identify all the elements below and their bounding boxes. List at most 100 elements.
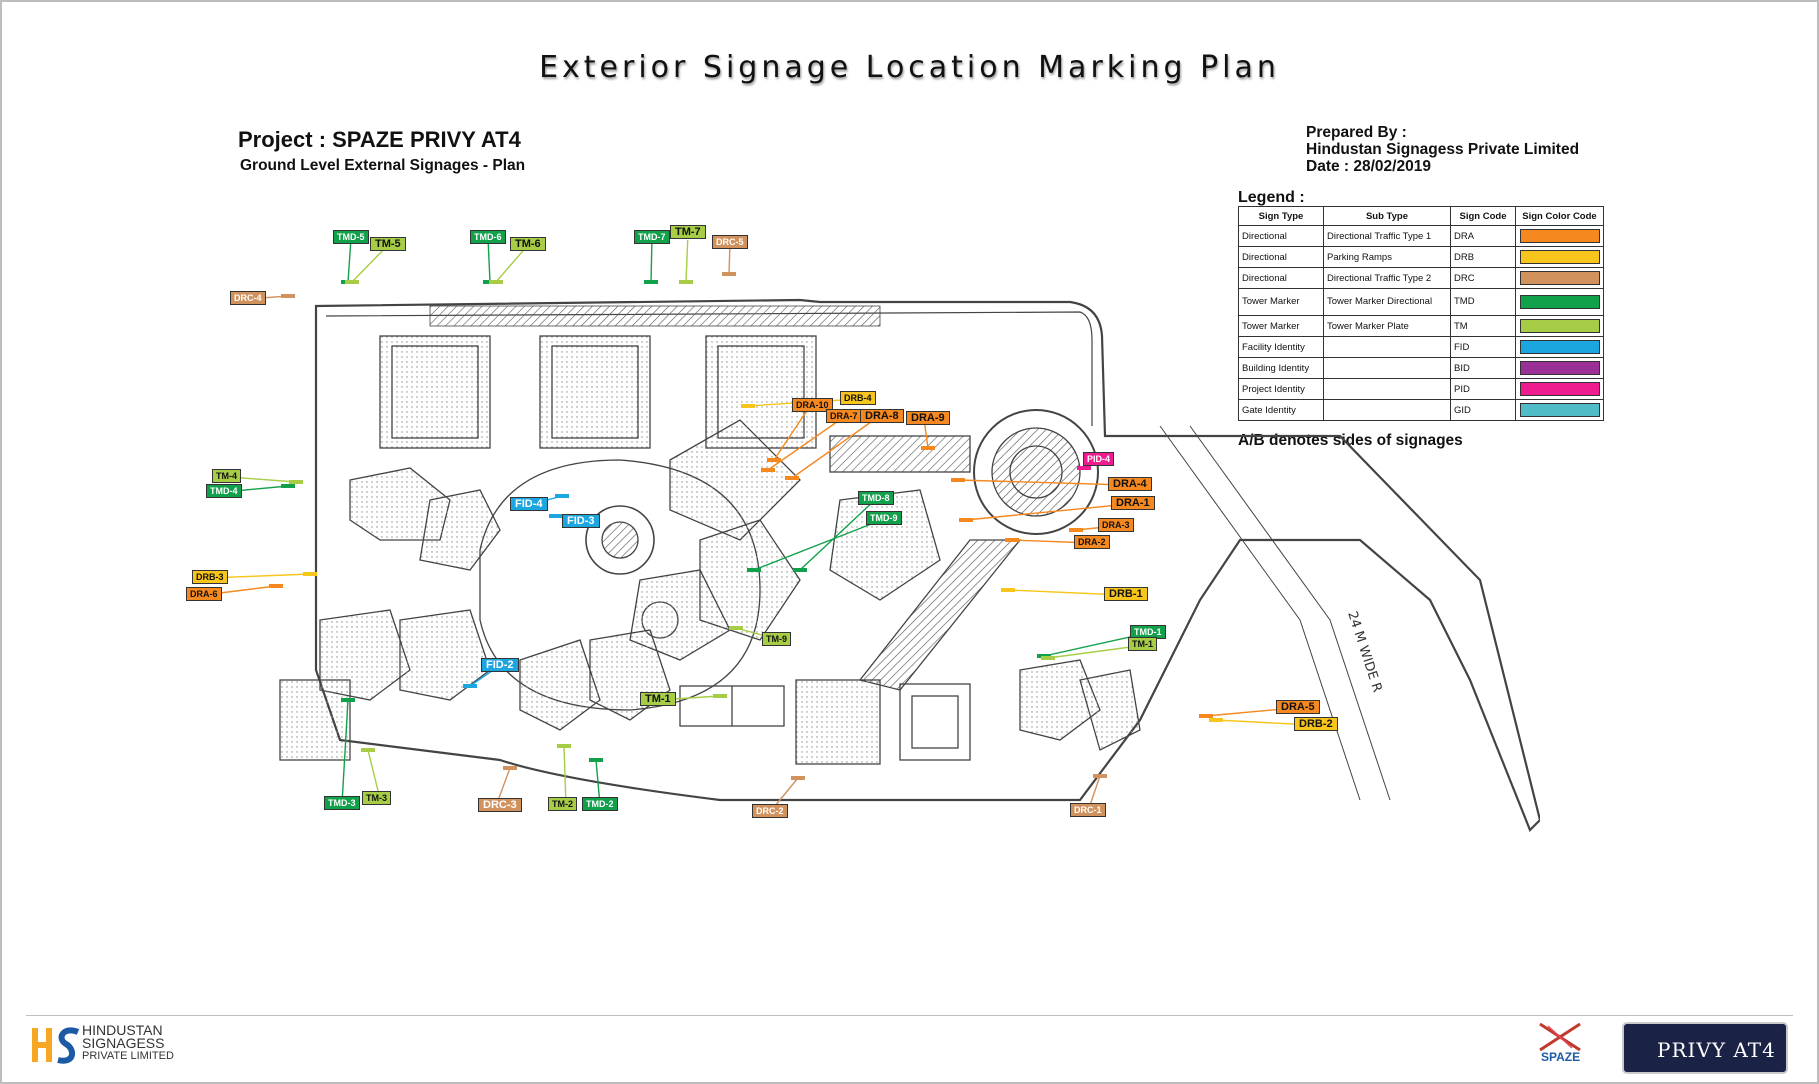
pool-water	[911, 695, 959, 749]
sign-marker-tmd-8: TMD-8	[858, 491, 894, 505]
legend-table: Sign Type Sub Type Sign Code Sign Color …	[1238, 206, 1604, 421]
legend-header-row: Sign Type Sub Type Sign Code Sign Color …	[1238, 206, 1604, 226]
project-title: Project : SPAZE PRIVY AT4	[238, 127, 521, 152]
sign-position-mark	[341, 698, 355, 702]
legend-color-cell	[1515, 336, 1604, 358]
sign-position-mark	[747, 568, 761, 572]
tower-block	[519, 639, 601, 731]
leader-line	[650, 240, 653, 283]
tower-block	[539, 335, 651, 449]
legend-header-sub-type: Sub Type	[1323, 206, 1451, 226]
inner-road-edge	[325, 311, 1093, 426]
sign-position-mark	[489, 280, 503, 284]
tower-block	[319, 609, 411, 701]
sign-position-mark	[549, 514, 563, 518]
sign-marker-dra-2: DRA-2	[1074, 535, 1110, 549]
leader-line	[563, 745, 567, 806]
sign-position-mark	[1199, 714, 1213, 718]
sign-position-mark	[791, 776, 805, 780]
legend-header-sign-type: Sign Type	[1238, 206, 1324, 226]
sign-position-mark	[463, 684, 477, 688]
sign-marker-tmd-6: TMD-6	[470, 230, 506, 244]
sign-marker-tmd-7: TMD-7	[634, 230, 670, 244]
sign-marker-drc-4: DRC-4	[230, 291, 266, 305]
sign-position-mark	[289, 480, 303, 484]
sign-position-mark	[1069, 528, 1083, 532]
sign-position-mark	[1005, 538, 1019, 542]
sign-position-mark	[269, 584, 283, 588]
legend-color-swatch	[1519, 361, 1600, 375]
sign-marker-fid-4: FID-4	[510, 497, 548, 511]
page-title: Exterior Signage Location Marking Plan	[539, 50, 1280, 85]
legend-color-swatch	[1519, 403, 1600, 417]
sign-marker-tmd-5: TMD-5	[333, 230, 369, 244]
sign-position-mark	[1001, 588, 1015, 592]
hs-line1: HINDUSTAN	[82, 1022, 163, 1038]
sign-marker-dra-8: DRA-8	[860, 409, 904, 423]
road-edge	[1159, 425, 1361, 801]
sign-marker-dra-9: DRA-9	[906, 411, 950, 425]
sign-position-mark	[1209, 718, 1223, 722]
sign-position-mark	[785, 476, 799, 480]
leader-line	[773, 405, 811, 461]
sign-marker-drc-5: DRC-5	[712, 235, 748, 249]
tower-block	[629, 569, 731, 661]
sign-marker-tm-2: TM-2	[548, 797, 577, 811]
tower-block	[829, 489, 941, 601]
sign-marker-fid-3: FID-3	[562, 514, 600, 528]
leader-line	[487, 240, 491, 283]
prepared-by-label: Prepared By :	[1306, 124, 1407, 141]
leader-line	[685, 240, 689, 283]
sign-marker-tm-7: TM-7	[670, 225, 706, 239]
sign-marker-tm-6: TM-6	[510, 237, 546, 251]
roundabout-inner	[1009, 445, 1063, 499]
legend-color-cell	[1515, 357, 1604, 379]
tower-core	[551, 345, 639, 439]
building-block	[279, 679, 351, 761]
sign-position-mark	[557, 744, 571, 748]
plan-drawing	[279, 298, 1540, 832]
legend-color-swatch	[1519, 271, 1600, 285]
legend-color-swatch	[1519, 340, 1600, 354]
hs-line3: PRIVATE LIMITED	[82, 1050, 174, 1062]
sign-marker-tm-5: TM-5	[370, 237, 406, 251]
sign-marker-dra-7: DRA-7	[826, 409, 862, 423]
ramp-hatch	[829, 435, 971, 473]
sign-marker-drb-2: DRB-2	[1294, 717, 1338, 731]
legend-color-cell	[1515, 399, 1604, 421]
tower-block	[1079, 669, 1141, 751]
sign-position-mark	[959, 518, 973, 522]
legend-title: Legend :	[1238, 189, 1305, 206]
sign-position-mark	[729, 626, 743, 630]
sign-position-mark	[679, 280, 693, 284]
sign-marker-tm-9: TM-9	[762, 632, 791, 646]
legend-header-color-code: Sign Color Code	[1515, 206, 1604, 226]
sign-position-mark	[1041, 656, 1055, 660]
sign-marker-drc-3: DRC-3	[478, 798, 522, 812]
sign-marker-tm-4: TM-4	[212, 469, 241, 483]
sign-marker-tmd-9: TMD-9	[866, 511, 902, 525]
tower-block	[379, 335, 491, 449]
leader-line	[753, 518, 885, 571]
sign-marker-drc-1: DRC-1	[1070, 803, 1106, 817]
sign-position-mark	[713, 694, 727, 698]
leader-line	[495, 244, 529, 283]
roundabout-outer	[973, 409, 1099, 535]
footer-divider	[26, 1015, 1793, 1016]
leader-line	[767, 416, 845, 471]
sign-position-mark	[1093, 774, 1107, 778]
leader-line	[791, 416, 879, 479]
prepared-by-block: Prepared By : Hindustan Signagess Privat…	[1306, 124, 1579, 175]
sign-position-mark	[741, 404, 755, 408]
sign-marker-dra-5: DRA-5	[1276, 700, 1320, 714]
prepared-date: Date : 28/02/2019	[1306, 158, 1431, 175]
tower-core	[391, 345, 479, 439]
tower-block	[669, 419, 801, 541]
parking-strip	[429, 305, 881, 327]
sign-position-mark	[951, 478, 965, 482]
sign-position-mark	[767, 458, 781, 462]
tower-block	[419, 489, 501, 571]
